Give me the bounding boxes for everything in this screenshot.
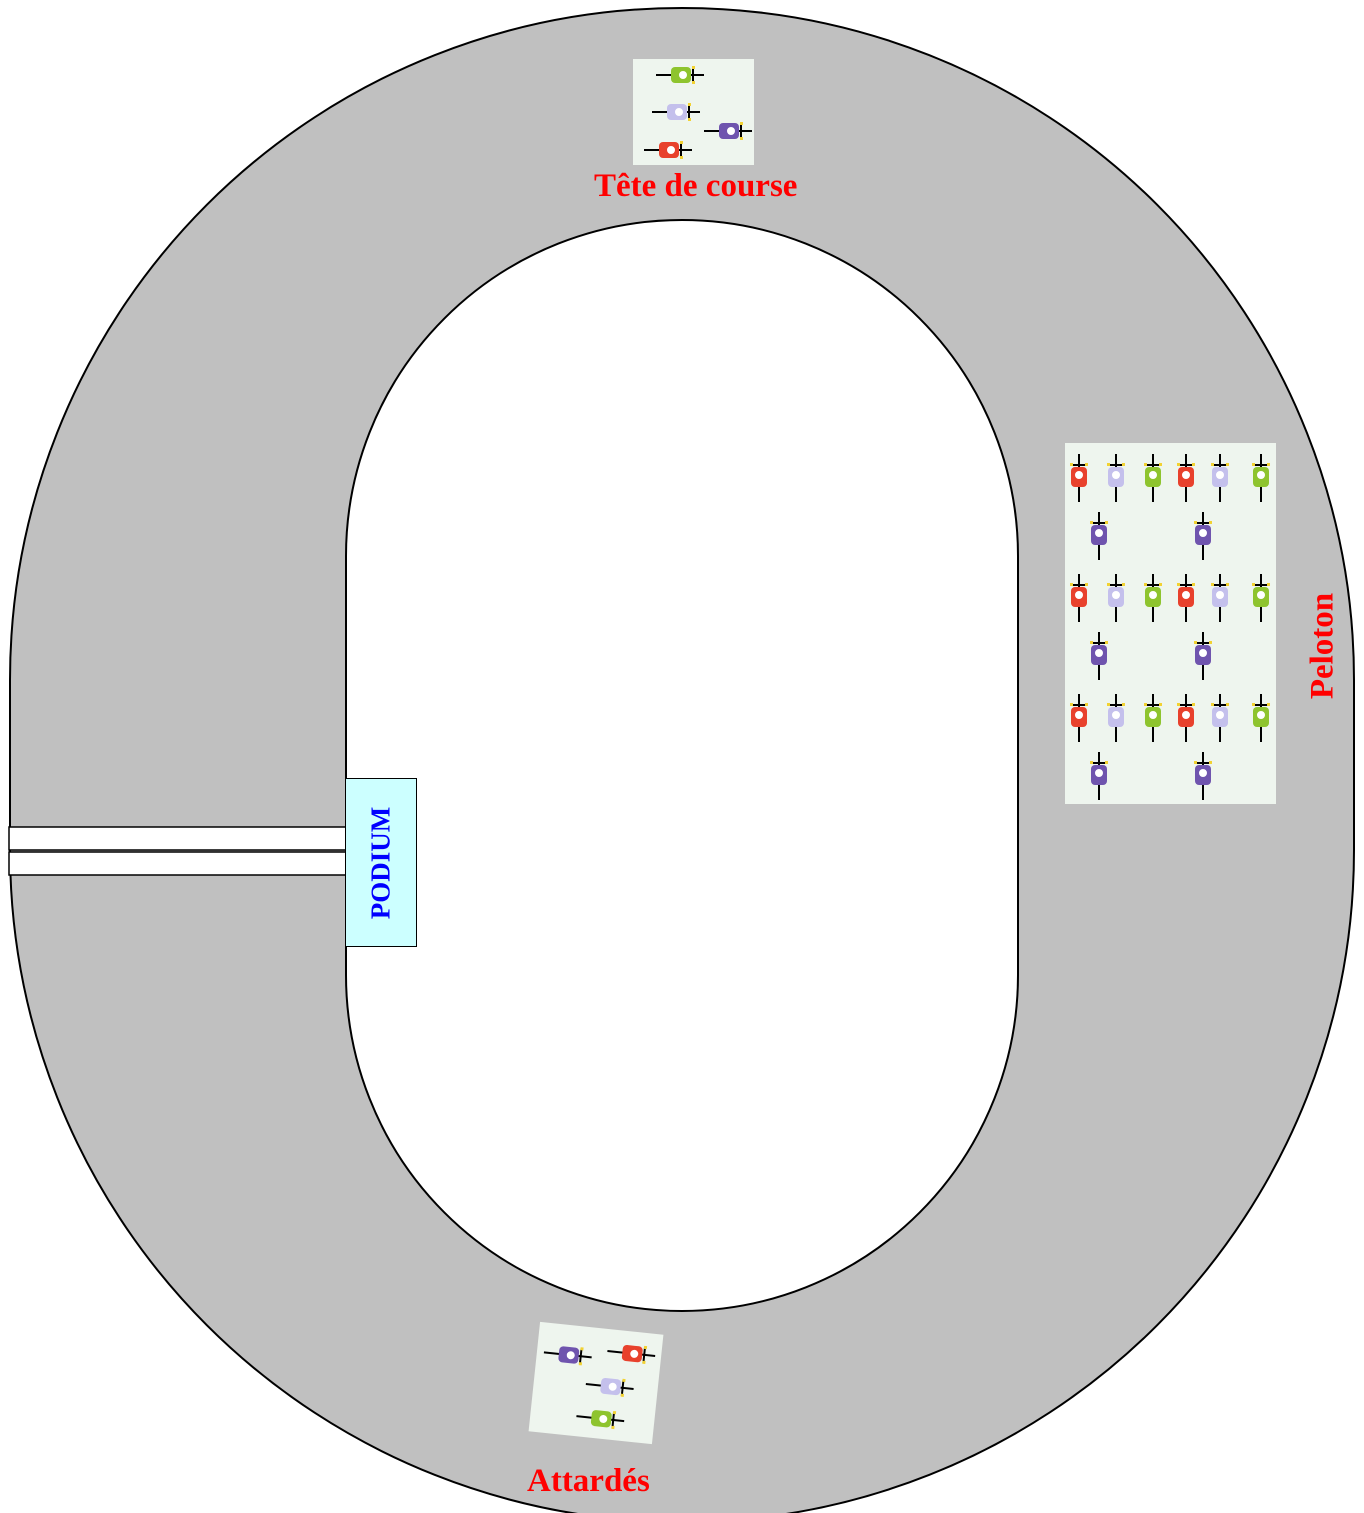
cyclist-icon: [1144, 454, 1162, 502]
cyclist-icon: [1070, 574, 1088, 622]
cyclist-icon: [1090, 752, 1108, 800]
head-of-race-label: Tête de course: [594, 168, 798, 204]
peloton-label: Peloton: [1304, 592, 1341, 700]
cyclist-icon: [543, 1346, 592, 1366]
cyclist-icon: [652, 103, 700, 121]
cyclist-icon: [1070, 454, 1088, 502]
cyclist-icon: [1177, 574, 1195, 622]
podium-box: PODIUM: [345, 778, 417, 947]
cyclist-icon: [1252, 574, 1270, 622]
cyclist-icon: [1144, 694, 1162, 742]
head-of-race-group: [633, 59, 754, 165]
cyclist-icon: [704, 122, 752, 140]
cyclist-icon: [1107, 454, 1125, 502]
podium-label: PODIUM: [365, 806, 396, 919]
cyclist-icon: [1194, 512, 1212, 560]
cyclist-icon: [1211, 574, 1229, 622]
cyclist-icon: [1211, 454, 1229, 502]
cyclist-icon: [1107, 574, 1125, 622]
stragglers-group: [528, 1321, 664, 1445]
cyclist-icon: [1090, 512, 1108, 560]
cyclist-icon: [1211, 694, 1229, 742]
cyclist-icon: [585, 1377, 634, 1397]
cyclist-icon: [1070, 694, 1088, 742]
cyclist-icon: [1194, 632, 1212, 680]
cyclist-icon: [607, 1345, 656, 1365]
peloton-group: [1065, 443, 1276, 804]
finish-line: [8, 826, 347, 876]
cyclist-icon: [1194, 752, 1212, 800]
cyclist-icon: [1252, 694, 1270, 742]
cyclist-icon: [1177, 454, 1195, 502]
track-infield: [345, 219, 1019, 1312]
cyclist-icon: [644, 141, 692, 159]
cyclist-icon: [1144, 574, 1162, 622]
cyclist-icon: [576, 1410, 625, 1430]
cyclist-icon: [1107, 694, 1125, 742]
cyclist-icon: [1252, 454, 1270, 502]
stragglers-label: Attardés: [527, 1463, 650, 1499]
cyclist-icon: [1090, 632, 1108, 680]
cyclist-icon: [656, 66, 704, 84]
cyclist-icon: [1177, 694, 1195, 742]
